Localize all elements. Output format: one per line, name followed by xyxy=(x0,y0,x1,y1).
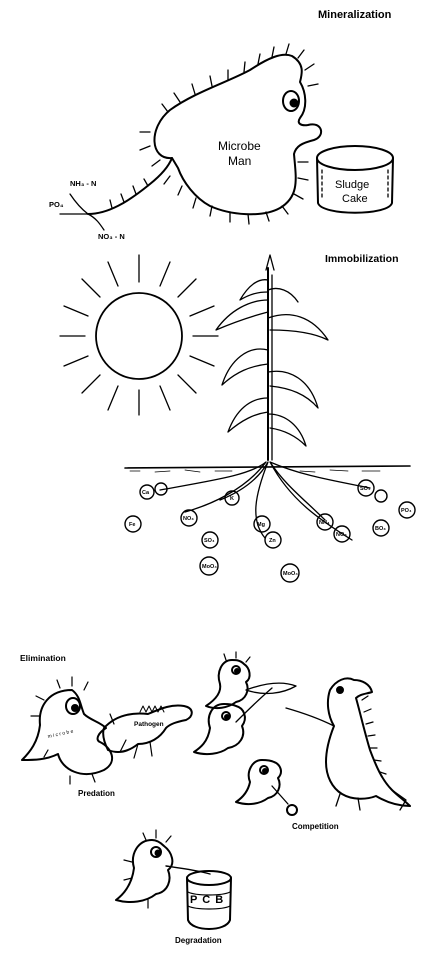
pcb-barrel-label: P C B xyxy=(190,894,224,906)
nodule-text-zn: Zn xyxy=(269,538,276,544)
nodule-text-ca: Ca xyxy=(142,490,150,496)
nodule-text-so4-b: SO₄ xyxy=(360,486,371,492)
nodule-text-so4: SO₄ xyxy=(204,538,215,544)
degradation-label: Degradation xyxy=(175,936,222,945)
corn-plant-illustration xyxy=(125,255,410,540)
sun-icon xyxy=(60,255,218,415)
nodule-text-mg: Mg xyxy=(257,522,265,528)
nodule-text-po4: PO₄ xyxy=(401,508,412,514)
competition-illustration xyxy=(194,652,410,815)
nodule-text-no3-b: NO₃ xyxy=(336,532,347,538)
microbe-label-line1: Microbe xyxy=(218,139,261,153)
degradation-illustration xyxy=(116,830,231,929)
microbe-label-line2: Man xyxy=(228,154,251,168)
nutrient-nh3: NH₃ - N xyxy=(70,179,96,188)
competition-label: Competition xyxy=(292,822,339,831)
nutrient-po4: PO₄ xyxy=(49,200,64,209)
nodule-so4-c xyxy=(375,490,387,502)
microbe-man-illustration xyxy=(60,44,321,230)
cake-label-line1: Sludge xyxy=(335,179,369,191)
root-nodules xyxy=(125,480,415,582)
nodule-text-nh4: NH₄ xyxy=(319,520,330,526)
predation-label: Predation xyxy=(78,789,115,798)
predation-illustration xyxy=(22,677,192,784)
nodule-text-moo4-a: MoO₄ xyxy=(202,564,217,570)
pathogen-label: Pathogen xyxy=(134,721,164,728)
nodule-text-k: K xyxy=(230,496,234,502)
microbe-body-text: m i c r o b e xyxy=(47,729,74,740)
nodule-text-bo3: BO₃ xyxy=(375,526,386,532)
cake-label-line2: Cake xyxy=(342,193,368,205)
nodule-text-fe: Fe xyxy=(129,522,135,528)
nutrient-no3: NO₃ - N xyxy=(98,232,125,241)
nodule-text-no3: NO₃ xyxy=(183,516,194,522)
nodule-text-moo4-b: MoO₄ xyxy=(283,571,298,577)
